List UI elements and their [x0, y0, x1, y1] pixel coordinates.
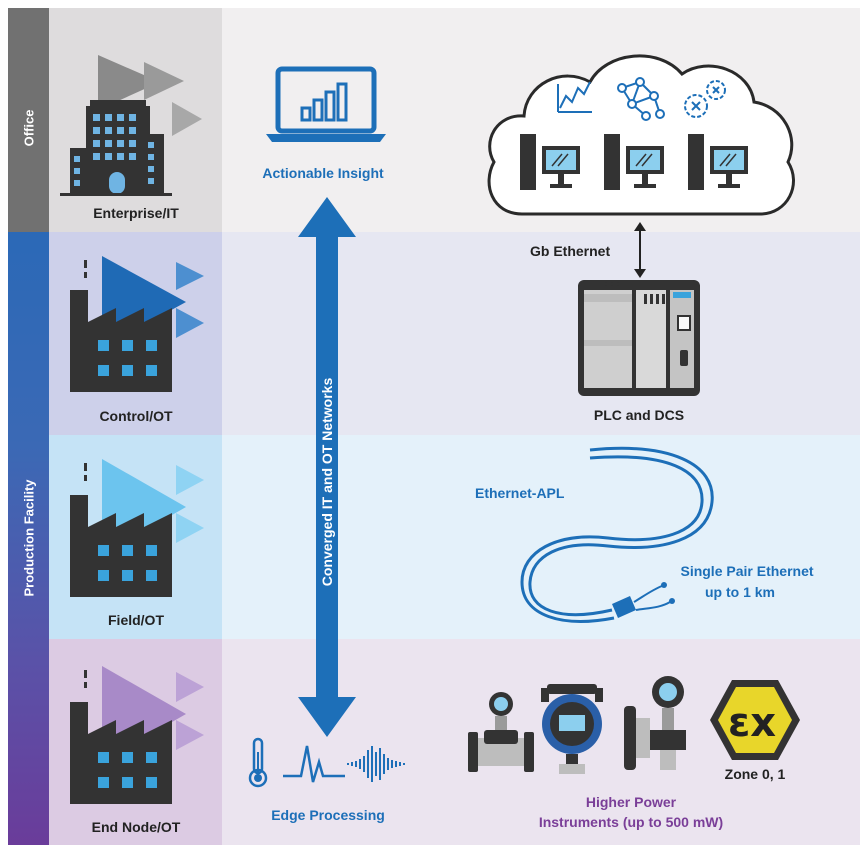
gb-ethernet-arrow	[634, 222, 646, 278]
pulse-waveform-icon	[283, 745, 345, 783]
thermometer-icon	[248, 737, 268, 788]
control-factory-icon	[70, 256, 204, 392]
gb-ethernet-label: Gb Ethernet	[530, 243, 611, 259]
converged-networks-arrow	[298, 197, 356, 737]
ethernet-apl-cable	[520, 446, 714, 623]
end-node-factory-icon	[70, 666, 204, 804]
ex-symbol-text: εx	[728, 700, 776, 746]
plc-dcs-label: PLC and DCS	[593, 407, 685, 423]
audio-wave-icon	[347, 746, 405, 782]
higher-power-line2: Instruments (up to 500 mW)	[538, 814, 724, 830]
production-sidebar	[8, 232, 49, 845]
pressure-transmitter-icon	[541, 684, 603, 774]
spe-label-line1: Single Pair Ethernet	[680, 563, 814, 579]
office-label: Office	[21, 109, 37, 147]
plc-dcs-icon	[578, 280, 700, 396]
ethernet-apl-label: Ethernet-APL	[475, 485, 565, 501]
flow-meter-icon	[468, 692, 534, 772]
edge-processing-label: Edge Processing	[271, 807, 385, 823]
production-facility-label: Production Facility	[21, 479, 37, 597]
field-ot-label: Field/OT	[108, 612, 164, 628]
office-sidebar	[8, 8, 49, 232]
zone-label: Zone 0, 1	[724, 766, 786, 782]
enterprise-it-label: Enterprise/IT	[93, 205, 179, 221]
enterprise-building-icon	[60, 55, 202, 196]
higher-power-line1: Higher Power	[585, 794, 677, 810]
level-transmitter-icon	[624, 676, 686, 770]
laptop-chart-icon	[266, 66, 386, 142]
field-factory-icon	[70, 459, 204, 597]
actionable-insight-label: Actionable Insight	[262, 165, 384, 181]
converged-networks-label: Converged IT and OT Networks	[319, 377, 335, 587]
end-node-ot-label: End Node/OT	[91, 819, 181, 835]
cloud-network-icon	[487, 54, 795, 216]
control-ot-label: Control/OT	[99, 408, 173, 424]
spe-label-line2: up to 1 km	[704, 584, 776, 600]
ex-zone-icon: εx	[710, 680, 800, 760]
